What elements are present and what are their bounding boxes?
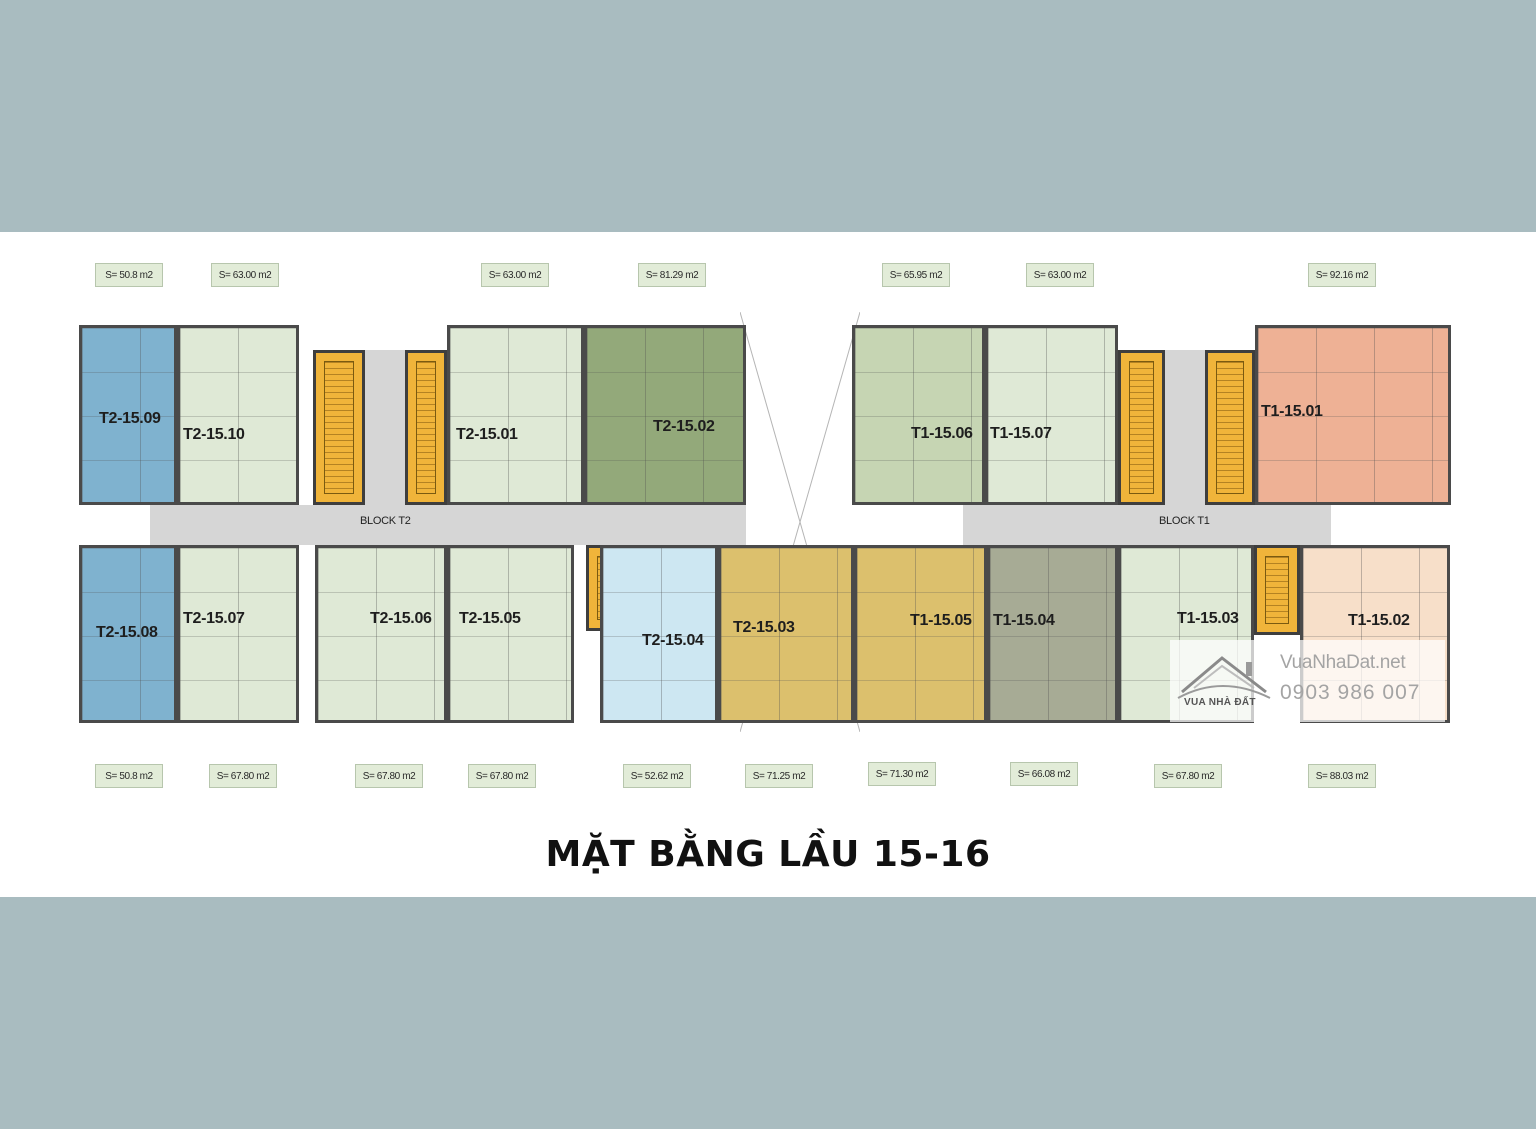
area-tag-top: S= 63.00 m2: [211, 263, 279, 287]
unit-label: T1-15.01: [1261, 403, 1323, 420]
watermark-site: VuaNhaDat.net: [1280, 652, 1406, 673]
area-tag-bottom: S= 67.80 m2: [1154, 764, 1222, 788]
unit-label: T2-15.08: [96, 624, 158, 641]
area-tag-bottom: S= 67.80 m2: [468, 764, 536, 788]
house-logo-icon: [1177, 656, 1271, 699]
corridor-block-t1: [963, 505, 1331, 545]
area-tag-bottom: S= 66.08 m2: [1010, 762, 1078, 786]
unit-bottom: [987, 545, 1118, 723]
area-tag-top: S= 63.00 m2: [481, 263, 549, 287]
bottom-background-band: [0, 897, 1536, 1129]
stair-core: [1205, 350, 1255, 505]
unit-label: T2-15.10: [183, 426, 245, 443]
unit-label: T2-15.09: [99, 410, 161, 427]
unit-top: [447, 325, 584, 505]
corridor-block-t2-spur: [365, 350, 405, 510]
unit-bottom: [315, 545, 447, 723]
unit-top: [852, 325, 985, 505]
floor-plan-panel: S= 50.8 m2 S= 63.00 m2 S= 63.00 m2 S= 81…: [0, 232, 1536, 897]
corridor-block-t2: [150, 505, 746, 545]
block-t2-label: BLOCK T2: [360, 515, 411, 527]
area-tag-bottom: S= 71.25 m2: [745, 764, 813, 788]
area-tag-top: S= 81.29 m2: [638, 263, 706, 287]
area-tag-bottom: S= 71.30 m2: [868, 762, 936, 786]
unit-label: T1-15.05: [910, 612, 972, 629]
unit-label: T1-15.06: [911, 425, 973, 442]
area-tag-bottom: S= 52.62 m2: [623, 764, 691, 788]
unit-bottom: [177, 545, 299, 723]
corridor-block-t1-spur: [1165, 350, 1205, 510]
elevator-core: [1118, 350, 1165, 505]
unit-label: T2-15.07: [183, 610, 245, 627]
watermark-phone: 0903 986 007: [1280, 681, 1421, 704]
area-tag-bottom: S= 88.03 m2: [1308, 764, 1376, 788]
unit-bottom: [854, 545, 987, 723]
unit-label: T1-15.04: [993, 612, 1055, 629]
area-tag-top: S= 65.95 m2: [882, 263, 950, 287]
watermark-brand: VUA NHÀ ĐẤT: [1184, 697, 1256, 708]
elevator-core: [405, 350, 447, 505]
stair-core: [1254, 545, 1300, 635]
area-tag-bottom: S= 67.80 m2: [355, 764, 423, 788]
unit-label: T1-15.03: [1177, 610, 1239, 627]
area-tag-top: S= 92.16 m2: [1308, 263, 1376, 287]
unit-label: T1-15.07: [990, 425, 1052, 442]
plan-title: MẶT BẰNG LẦU 15-16: [545, 834, 991, 875]
unit-label: T2-15.03: [733, 619, 795, 636]
unit-top: [985, 325, 1118, 505]
unit-label: T2-15.04: [642, 632, 704, 649]
watermark: VUA NHÀ ĐẤT VuaNhaDat.net 0903 986 007: [1170, 640, 1445, 722]
stair-core: [313, 350, 365, 505]
unit-label: T2-15.06: [370, 610, 432, 627]
unit-label: T2-15.02: [653, 418, 715, 435]
area-tag-top: S= 50.8 m2: [95, 263, 163, 287]
unit-label: T1-15.02: [1348, 612, 1410, 629]
area-tag-top: S= 63.00 m2: [1026, 263, 1094, 287]
top-background-band: [0, 0, 1536, 232]
unit-top: [177, 325, 299, 505]
unit-label: T2-15.01: [456, 426, 518, 443]
area-tag-bottom: S= 50.8 m2: [95, 764, 163, 788]
unit-bottom: [447, 545, 574, 723]
block-t1-label: BLOCK T1: [1159, 515, 1210, 527]
unit-top: [584, 325, 746, 505]
unit-label: T2-15.05: [459, 610, 521, 627]
area-tag-bottom: S= 67.80 m2: [209, 764, 277, 788]
